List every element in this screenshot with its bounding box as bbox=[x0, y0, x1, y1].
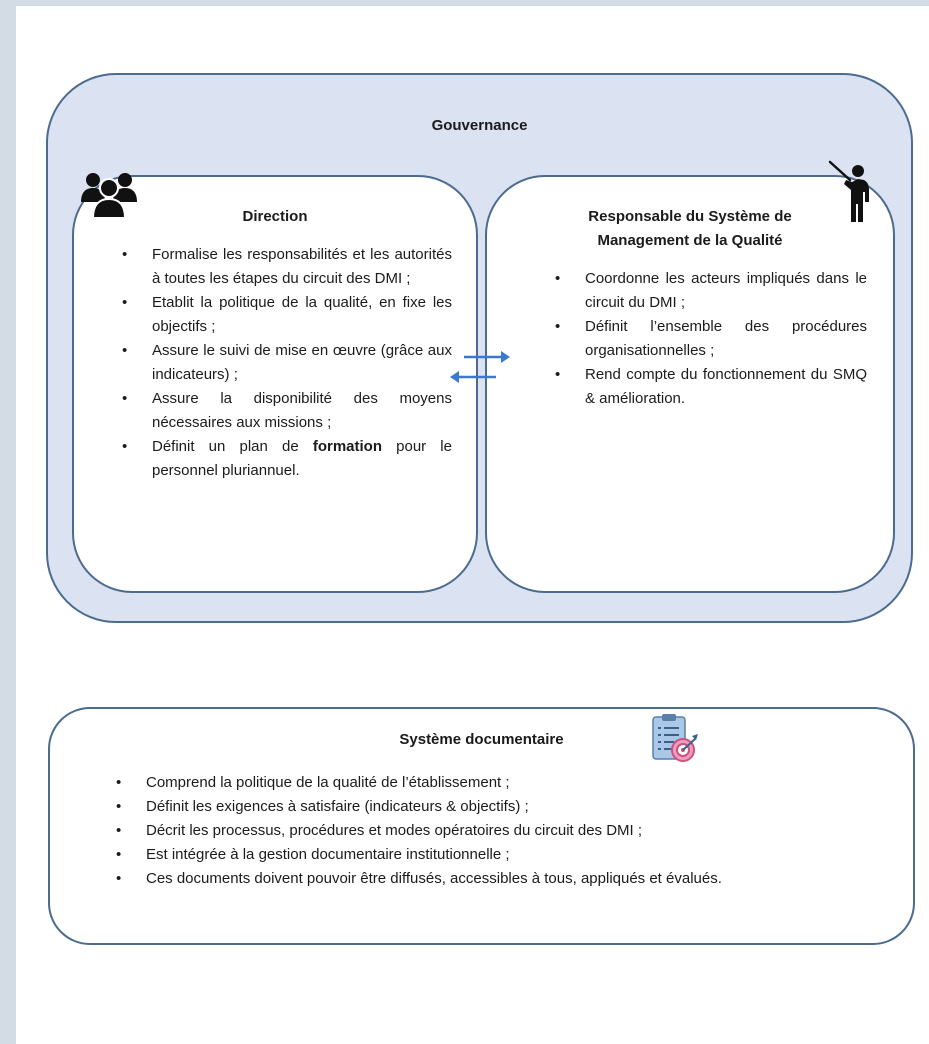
clipboard-target-icon bbox=[652, 714, 698, 762]
governance-panel: Gouvernance Direction Formalise les resp… bbox=[46, 73, 913, 623]
governance-title: Gouvernance bbox=[431, 117, 528, 134]
rsmq-list: Coordonne les acteurs impliqués dans le … bbox=[555, 267, 867, 411]
rsmq-title: Responsable du Système de Management de … bbox=[487, 205, 893, 253]
list-item: Assure le suivi de mise en œuvre (grâce … bbox=[122, 339, 452, 387]
list-item: Définit un plan de formation pour le per… bbox=[122, 435, 452, 483]
list-item: Rend compte du fonctionnement du SMQ & a… bbox=[555, 363, 867, 411]
rsmq-title-line1: Responsable du Système de bbox=[588, 208, 792, 225]
list-item: Est intégrée à la gestion documentaire i… bbox=[116, 843, 893, 867]
documentation-title: Système documentaire bbox=[399, 731, 564, 748]
people-group-icon bbox=[81, 173, 137, 219]
direction-list: Formalise les responsabilités et les aut… bbox=[122, 243, 452, 483]
list-item: Etablit la politique de la qualité, en f… bbox=[122, 291, 452, 339]
list-item: Décrit les processus, procédures et mode… bbox=[116, 819, 893, 843]
presenter-icon bbox=[828, 160, 869, 222]
documentation-box: Système documentaire Comprend la politiq… bbox=[48, 707, 915, 945]
direction-box: Direction Formalise les responsabilités … bbox=[72, 175, 478, 593]
list-item: Coordonne les acteurs impliqués dans le … bbox=[555, 267, 867, 315]
bidirectional-arrows-icon bbox=[450, 351, 510, 383]
direction-title: Direction bbox=[242, 208, 308, 225]
list-item: Ces documents doivent pouvoir être diffu… bbox=[116, 867, 893, 891]
list-item: Formalise les responsabilités et les aut… bbox=[122, 243, 452, 291]
rsmq-title-line2: Management de la Qualité bbox=[597, 232, 783, 249]
list-item: Définit l’ensemble des procédures organi… bbox=[555, 315, 867, 363]
list-item: Définit les exigences à satisfaire (indi… bbox=[116, 795, 893, 819]
list-item: Assure la disponibilité des moyens néces… bbox=[122, 387, 452, 435]
documentation-list: Comprend la politique de la qualité de l… bbox=[116, 771, 893, 891]
list-item: Comprend la politique de la qualité de l… bbox=[116, 771, 893, 795]
rsmq-box: Responsable du Système de Management de … bbox=[485, 175, 895, 593]
